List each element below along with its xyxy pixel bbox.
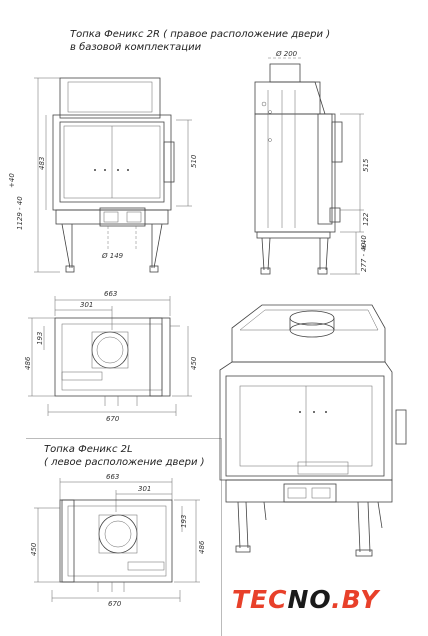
- title-right-door-line2: в базовой комплектации: [70, 42, 202, 53]
- side-flue-pipe: [269, 63, 301, 83]
- iso-leg-right: [357, 501, 361, 553]
- title-right-door-line1: Топка Феникс 2R ( правое расположение дв…: [70, 29, 331, 40]
- side-leg-left: [261, 237, 265, 271]
- front-height-plus-dim: +40: [8, 173, 16, 188]
- logo-part-3: .BY: [331, 585, 380, 614]
- front-door-handle: [163, 141, 175, 183]
- logo-part-2: NO: [287, 585, 332, 614]
- left-193-dim: 193: [180, 515, 188, 528]
- left-top-body: [59, 499, 173, 583]
- left-flue-ring: [98, 514, 138, 554]
- top-450-dim: 450: [190, 356, 198, 370]
- tecno-by-logo: TECNO.BY: [232, 585, 412, 615]
- top-width-dim: 663: [104, 290, 117, 298]
- top-486-dim: 486: [24, 356, 32, 370]
- title-left-door: Топка Феникс 2L ( левое расположение две…: [44, 443, 205, 469]
- side-legs-dim: 277 - 40: [360, 242, 368, 272]
- side-view: Ø 200 515 122 277 - 40 +40: [254, 50, 370, 275]
- top-670-dim: 670: [106, 415, 120, 423]
- top-193-dim: 193: [36, 332, 44, 345]
- iso-body: [219, 361, 393, 481]
- front-air-box: [99, 207, 146, 227]
- iso-door-frame: [225, 375, 385, 477]
- top-flue-ring: [91, 331, 129, 369]
- iso-leg-left: [237, 501, 241, 549]
- front-pipe-dim: Ø 149: [101, 252, 124, 260]
- front-view: Ø 149 1129 - 40 +40 483 510: [8, 77, 198, 273]
- iso-air-box: [283, 483, 337, 503]
- side-515-dim: 515: [362, 158, 370, 172]
- top-view-right: 663 301 486 193 450 670: [24, 290, 198, 423]
- front-leg-left: [61, 223, 71, 269]
- side-122-dim: 122: [362, 212, 370, 226]
- front-leg-right: [153, 223, 163, 269]
- title-left-door-line1: Топка Феникс 2L: [44, 444, 133, 455]
- iso-door-handle: [395, 409, 407, 445]
- left-670-dim: 670: [108, 600, 122, 608]
- front-height-body-dim: 483: [38, 157, 46, 170]
- side-legs-plus-dim: +40: [360, 235, 368, 250]
- front-door-height-dim: 510: [190, 154, 198, 168]
- top-view-left: 663 301 450 193 486 670: [30, 473, 206, 608]
- logo-part-1: TEC: [232, 585, 288, 614]
- left-offset-dim: 301: [138, 485, 151, 493]
- title-left-door-line2: ( левое расположение двери ): [44, 457, 205, 468]
- title-right-door: Топка Феникс 2R ( правое расположение дв…: [70, 28, 330, 54]
- front-height-total-dim: 1129 - 40: [16, 196, 24, 230]
- left-450-dim: 450: [30, 542, 38, 556]
- top-body: [54, 317, 171, 397]
- isometric-view: [219, 304, 407, 557]
- left-width-dim: 663: [106, 473, 119, 481]
- side-flue-dim: Ø 200: [275, 50, 298, 58]
- iso-top-hood: [231, 304, 386, 363]
- left-door-inset-frame: [26, 438, 222, 636]
- top-offset-dim: 301: [80, 301, 93, 309]
- left-486-dim: 486: [198, 540, 206, 554]
- front-top-hood: [59, 77, 161, 119]
